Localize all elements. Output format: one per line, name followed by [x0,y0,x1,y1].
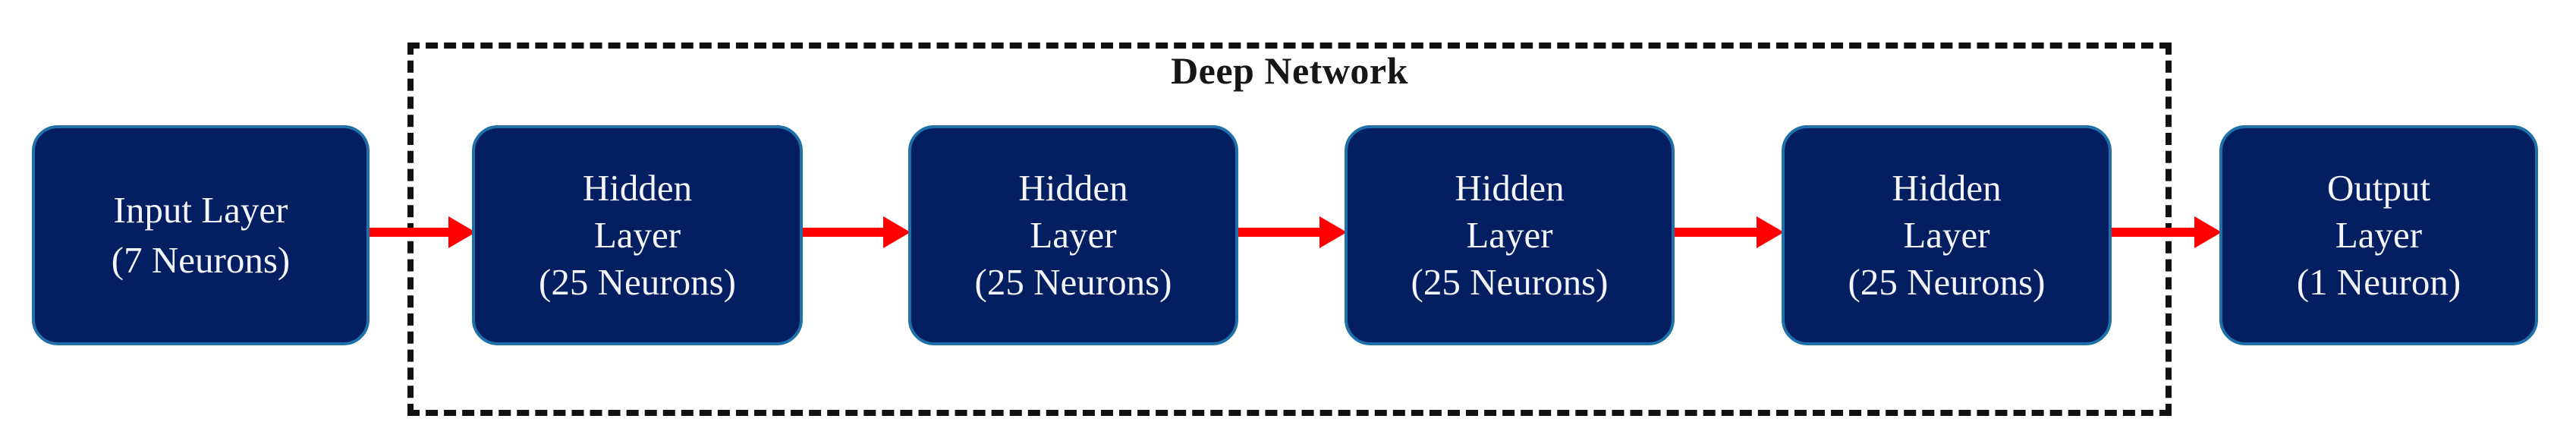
layer-label-line3: (25 Neurons) [974,261,1172,303]
layer-label-line1: Hidden [582,167,693,209]
layer-label-line1: Hidden [1018,167,1128,209]
layer-label-line3: (25 Neurons) [539,261,736,303]
layer-label-line1: Hidden [1892,167,2002,209]
layer-label-line1: Hidden [1455,167,1565,209]
arrow-shaft [2112,228,2194,237]
arrow-hidden-4-to-output [2112,216,2222,248]
arrow-shaft [1675,228,1757,237]
layer-node-hidden-1: Hidden Layer (25 Neurons) [472,125,803,345]
layer-label-line1: Input Layer [113,189,288,231]
layer-node-input: Input Layer (7 Neurons) [32,125,370,345]
layer-label-line3: (25 Neurons) [1411,261,1609,303]
arrow-hidden-1-to-hidden-2 [803,216,911,248]
deep-network-title: Deep Network [1171,49,1408,92]
arrow-head-icon [883,216,911,248]
layer-label-line2: Layer [593,214,681,256]
layer-label-line2: Layer [1030,214,1117,256]
layer-label-line2: Layer [1466,214,1553,256]
arrow-input-to-hidden-1 [370,216,476,248]
layer-label-line2: Layer [1903,214,1990,256]
arrow-head-icon [448,216,476,248]
arrow-head-icon [1757,216,1784,248]
arrow-head-icon [2194,216,2222,248]
arrow-shaft [1238,228,1319,237]
arrow-shaft [803,228,883,237]
layer-label-line2: (7 Neurons) [111,239,291,281]
arrow-shaft [370,228,448,237]
arrow-hidden-2-to-hidden-3 [1238,216,1347,248]
layer-label-line2: Layer [2335,214,2423,256]
layer-node-hidden-2: Hidden Layer (25 Neurons) [908,125,1238,345]
layer-node-output: Output Layer (1 Neuron) [2219,125,2538,345]
arrow-hidden-3-to-hidden-4 [1675,216,1784,248]
layer-label-line3: (1 Neuron) [2296,261,2461,303]
layer-label-line3: (25 Neurons) [1848,261,2046,303]
arrow-head-icon [1319,216,1347,248]
layer-node-hidden-3: Hidden Layer (25 Neurons) [1345,125,1675,345]
layer-label-line1: Output [2326,167,2431,209]
layer-node-hidden-4: Hidden Layer (25 Neurons) [1782,125,2112,345]
